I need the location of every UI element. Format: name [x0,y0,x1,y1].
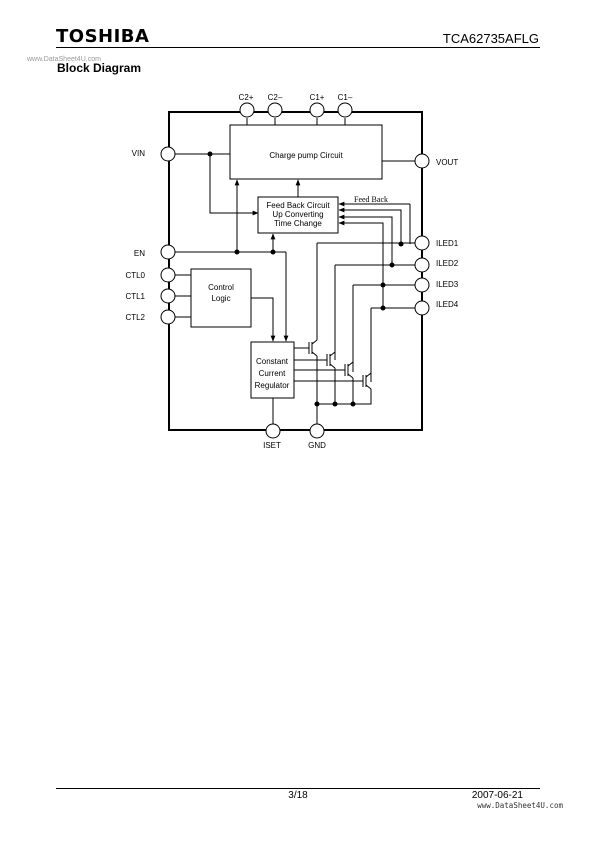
pin-label-vin: VIN [132,149,146,158]
pin-iset [265,423,281,439]
pin-c1n [337,102,353,118]
control-logic-block [190,268,252,328]
charge-pump-label: Charge pump Circuit [269,151,343,160]
pin-label-gnd: GND [308,441,326,450]
pin-vin [160,146,176,162]
section-title: Block Diagram [57,61,142,75]
pin-iled4 [414,300,430,316]
header-rule [56,47,540,48]
pin-en [160,244,176,260]
pin-ctl2 [160,309,176,325]
pin-label-iled3: ILED3 [436,280,459,289]
pin-label-vout: VOUT [436,158,458,167]
pin-iled3 [414,277,430,293]
pin-label-c1p: C1+ [310,93,325,102]
pin-gnd [309,423,325,439]
pin-label-ctl1: CTL1 [125,292,145,301]
pin-c2p [239,102,255,118]
feedback-block [257,196,339,234]
watermark-top: www.DataSheet4U.com [27,56,101,63]
pin-label-ctl2: CTL2 [125,313,145,322]
pin-vout [414,153,430,169]
watermark-bottom: www.DataSheet4U.com [477,801,563,810]
pin-label-iset: ISET [263,441,281,450]
pin-label-iled2: ILED2 [436,259,459,268]
pin-ctl1 [160,288,176,304]
pin-label-iled1: ILED1 [436,239,459,248]
control-logic-label-2: Logic [211,294,230,303]
pin-label-en: EN [134,249,145,258]
pin-label-iled4: ILED4 [436,300,459,309]
regulator-label-3: Regulator [255,381,290,390]
pin-label-c2n: C2– [268,93,283,102]
pin-label-c1n: C1– [338,93,353,102]
pin-c2n [267,102,283,118]
control-logic-label-1: Control [208,283,234,292]
part-number: TCA62735AFLG [442,31,539,46]
feedback-label-2: Up Converting [272,210,323,219]
regulator-label-2: Current [259,369,286,378]
pin-iled1 [414,235,430,251]
feedback-label-3: Time Change [274,219,322,228]
charge-pump-block [229,124,383,180]
regulator-block [250,341,295,399]
pin-label-ctl0: CTL0 [125,271,145,280]
pin-label-c2p: C2+ [239,93,254,102]
document-date: 2007-06-21 [471,790,523,801]
regulator-label-1: Constant [256,357,289,366]
pin-ctl0 [160,267,176,283]
page-number: 3/18 [288,790,308,801]
brand-logo: TOSHIBA [56,26,150,47]
footer-rule [56,788,540,789]
pin-c1p [309,102,325,118]
feedback-arrow-label: Feed Back [354,195,388,204]
feedback-label-1: Feed Back Circuit [266,201,330,210]
pin-iled2 [414,257,430,273]
